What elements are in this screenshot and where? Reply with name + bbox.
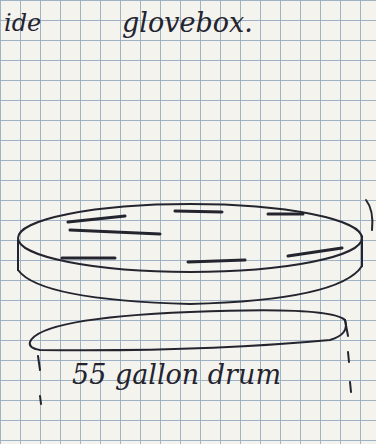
tray-edge bbox=[366, 200, 372, 230]
tray-slots bbox=[62, 211, 342, 262]
tray-bottom bbox=[18, 266, 362, 304]
tray-top bbox=[18, 204, 362, 272]
note-text: glovebox. bbox=[122, 8, 253, 38]
drum-top bbox=[30, 310, 346, 350]
drum-side bbox=[345, 320, 348, 336]
drum-label: 55 gallon drum bbox=[72, 360, 281, 390]
tray-side bbox=[17, 240, 19, 270]
tray-side bbox=[361, 236, 363, 266]
drum-side bbox=[348, 352, 349, 362]
drum-side bbox=[350, 382, 351, 392]
drum-side bbox=[40, 396, 41, 404]
drum-side bbox=[38, 356, 40, 370]
partial-word: ide bbox=[4, 10, 41, 36]
